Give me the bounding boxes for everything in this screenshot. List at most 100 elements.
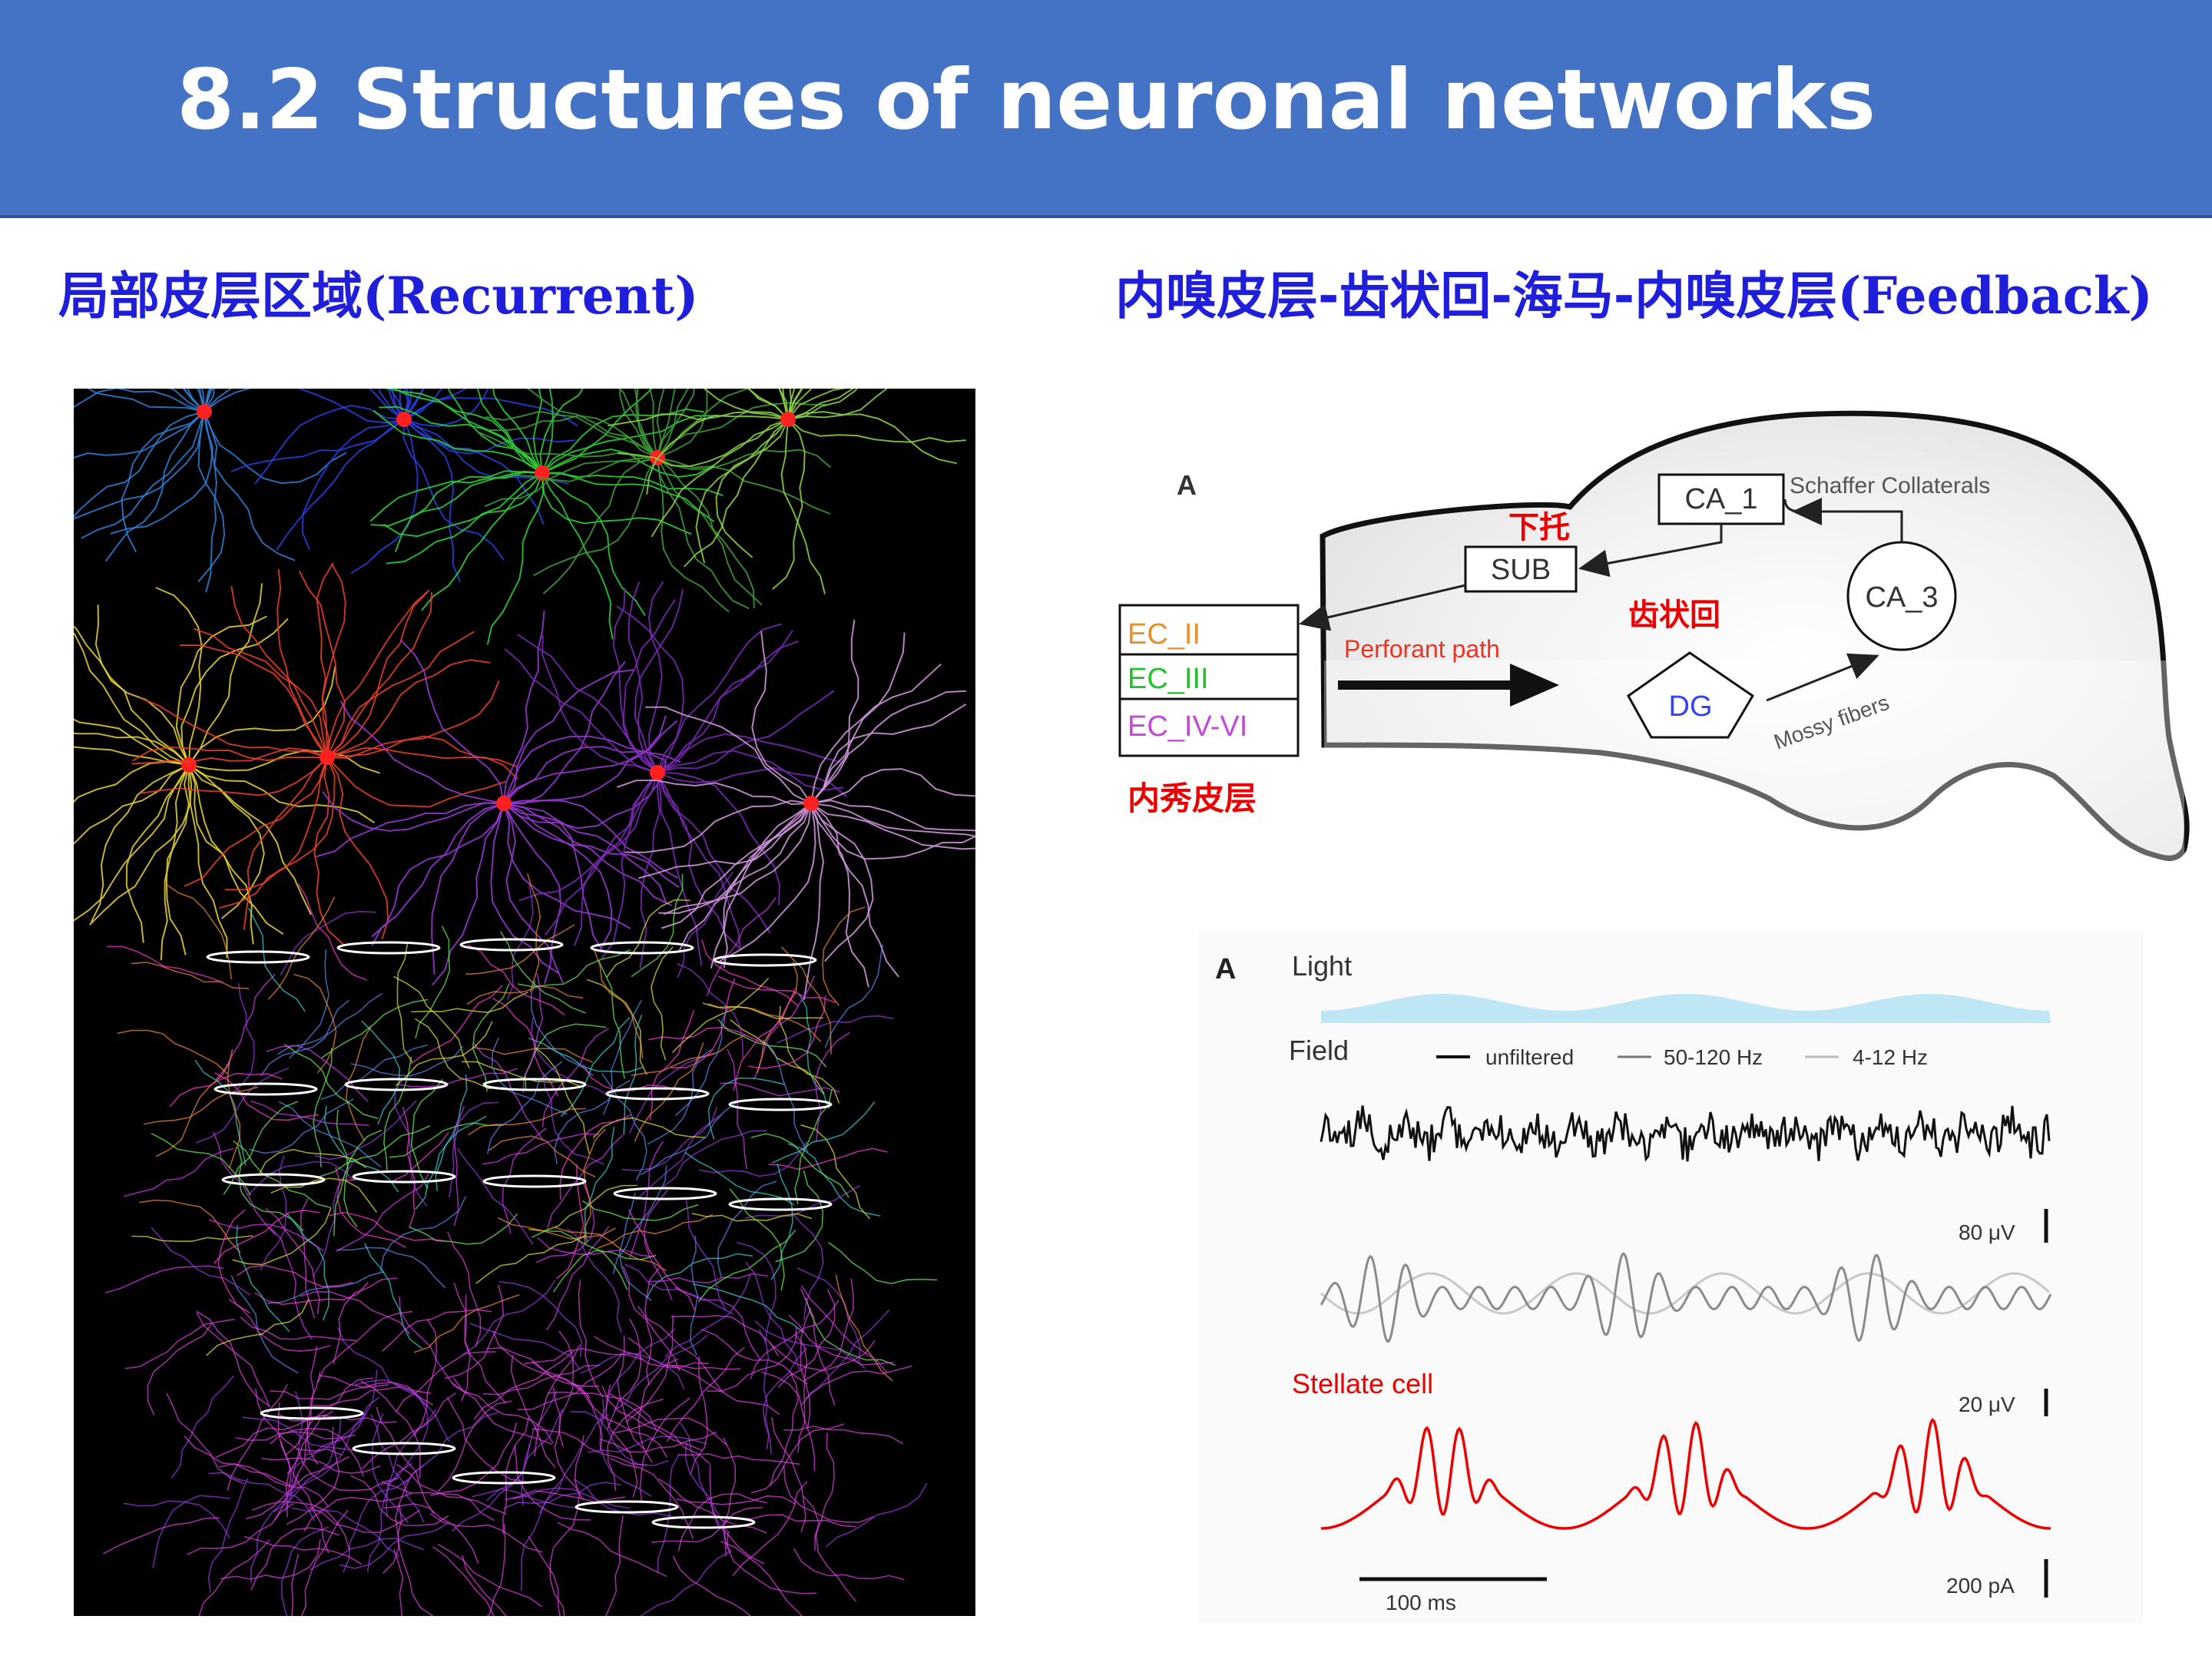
neuron-reconstruction-image [74,389,975,1616]
neurite [247,1161,356,1196]
neurite [343,1479,409,1573]
layer-marker-ellipse [590,941,694,955]
neurite [286,1213,329,1321]
neurite [651,419,789,538]
neurite [299,571,346,758]
neurite [616,605,685,773]
neurite [383,1056,412,1174]
neurite [267,896,336,1000]
dg-label: DG [1669,690,1713,723]
neurite [371,1412,409,1524]
neurite [597,1214,714,1249]
neurite [645,706,812,804]
neurite [131,962,250,989]
neurite [794,1333,808,1453]
neurite [276,419,405,551]
neurite [276,568,328,758]
neurite [530,980,594,1076]
neurite [810,803,975,837]
neurite [326,680,500,760]
neurite [329,1211,445,1242]
neurite [230,983,255,1095]
neurite [319,1374,434,1406]
neurite [368,389,405,420]
neurite [90,764,190,923]
neurite [637,1305,724,1393]
neurite [306,1346,319,1465]
neurite [510,1355,556,1469]
neurite [269,1428,364,1477]
neurite [457,1147,534,1245]
neurite [326,757,389,940]
neurite [171,1375,234,1479]
neurite [771,1101,876,1164]
neurite [492,1330,591,1399]
neurite [197,411,226,582]
neurite [778,389,789,420]
layer-marker-ellipse [214,1082,318,1096]
neurite [787,389,796,420]
neurite [801,1285,888,1373]
neurite [421,472,543,611]
neurite [313,757,344,945]
neurite [503,611,545,804]
neurite [594,950,644,1059]
neurite [81,411,205,539]
neurite [220,1539,321,1580]
neurite [707,1003,822,1042]
neurite [517,949,631,988]
neurite [123,1147,234,1197]
neurite [658,1478,767,1534]
neurite [207,1478,249,1593]
neurite [117,1029,228,1075]
neurite [131,747,328,765]
neurite [657,389,690,459]
neurite [541,472,715,523]
layer-marker-ellipse [575,1500,679,1514]
neurite [125,764,190,943]
neurite [747,389,789,420]
neurite [379,406,543,474]
neurite [657,389,676,459]
neurite [810,768,975,804]
neurite [592,1117,707,1139]
neurite [790,1212,824,1320]
neurite [184,757,328,887]
neurite [541,389,555,474]
neurite [684,1442,732,1553]
neurite [265,1207,320,1314]
neurite [304,1369,378,1456]
neurite [645,1253,753,1300]
neurite [559,1114,631,1200]
neurite [727,1532,817,1594]
neurite [782,389,789,420]
neurite [661,803,812,929]
neurite [663,1130,767,1187]
neurite [703,389,789,420]
neurite [403,389,468,420]
neurite [639,772,661,969]
neurite [196,1312,271,1408]
neurite [399,389,405,420]
neurite [452,1105,465,1227]
neurite [618,389,658,459]
neurite [554,1227,667,1272]
neurite [606,899,690,978]
neurite [182,389,205,412]
neurite [657,1453,680,1574]
neurite [537,1237,655,1258]
neurite [121,411,205,553]
neurite [657,457,750,610]
neurite [403,389,412,420]
neurite [709,1464,765,1565]
neurite [383,1503,479,1564]
neurite [618,419,789,468]
neurite [810,619,859,804]
neurite [634,1042,704,1142]
layer-marker-ellipse [728,1197,833,1211]
neurite [528,1184,637,1232]
neurite [787,1143,881,1217]
layer-marker-ellipse [352,1442,456,1455]
neurite [252,1501,350,1550]
neurite [208,1472,316,1522]
